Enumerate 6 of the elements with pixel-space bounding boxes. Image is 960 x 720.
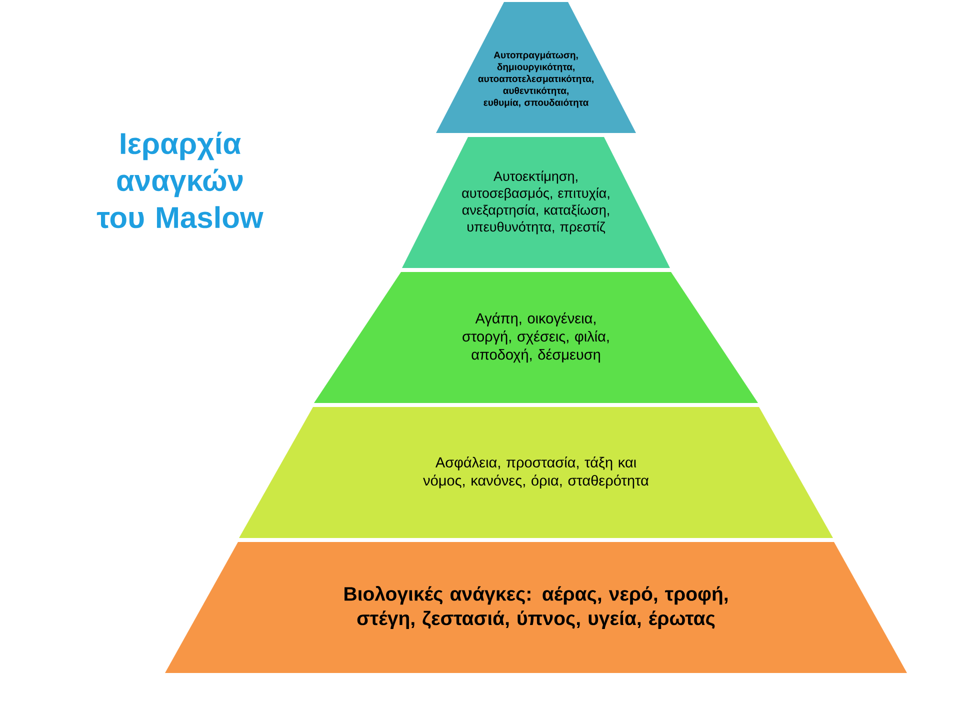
pyramid-level: Ασφάλεια, προστασία, τάξη και νόμος, κανόνες, όρια, σταθερότητα [239, 407, 833, 538]
pyramid-level: Αγάπη, οικογένεια, στοργή, σχέσεις, φιλία, αποδοχή, δέσμευση [314, 272, 758, 403]
title: Ιεραρχία αναγκών του Maslow [96, 132, 264, 228]
pyramid-level: Αυτοπραγμάτωση, δημιουργικότητα, αυτοαποτελεσματικότητα, αυθεντικότητα, ευθυμία, σπουδαιότητα [436, 2, 636, 133]
pyramid-level: Βιολογικές ανάγκες: αέρας, νερό, τροφή, στέγη, ζεστασιά, ύπνος, υγεία, έρωτας [165, 542, 908, 673]
pyramid-level: Αυτοεκτίμηση, αυτοσεβασμός, επιτυχία, ανεξαρτησία, καταξίωση, υπευθυνότητα, πρεστίζ [402, 137, 670, 268]
